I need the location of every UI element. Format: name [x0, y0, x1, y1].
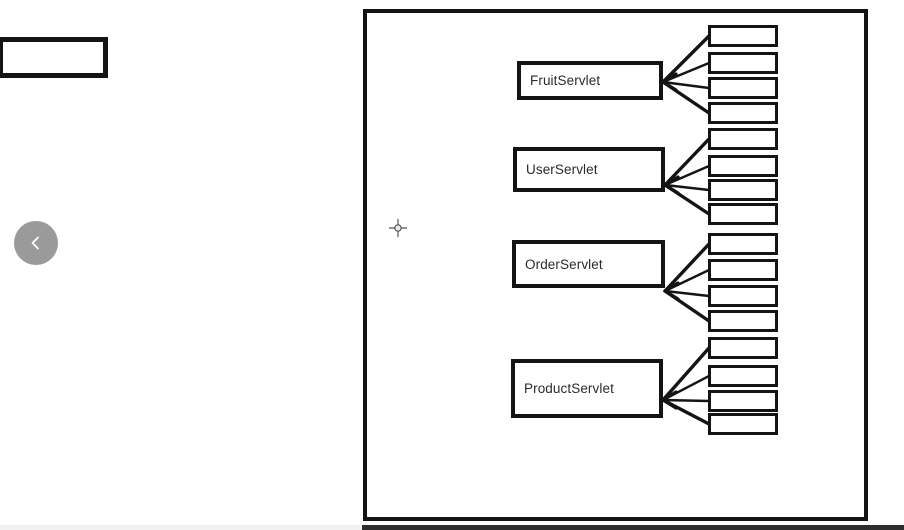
- servlet-label: OrderServlet: [525, 256, 603, 272]
- handler-box: [708, 285, 778, 307]
- servlet-label: ProductServlet: [524, 381, 614, 396]
- handler-box: [708, 390, 778, 412]
- handler-box: [708, 179, 778, 201]
- handler-box: [708, 259, 778, 281]
- handler-box: [708, 203, 778, 225]
- handler-box: [708, 413, 778, 435]
- handler-box: [708, 52, 778, 74]
- servlet-label: FruitServlet: [530, 73, 601, 88]
- handler-box: [708, 233, 778, 255]
- empty-box: [0, 37, 108, 78]
- servlet-box-userservlet: UserServlet: [513, 147, 665, 192]
- handler-box: [708, 77, 778, 99]
- handler-box: [708, 365, 778, 387]
- handler-box: [708, 337, 778, 359]
- handler-box: [708, 25, 778, 47]
- handler-box: [708, 128, 778, 150]
- handler-box: [708, 310, 778, 332]
- servlet-box-orderservlet: OrderServlet: [512, 240, 665, 288]
- servlet-box-fruitservlet: FruitServlet: [517, 61, 663, 100]
- chevron-left-icon: [31, 236, 39, 250]
- back-button[interactable]: [14, 221, 58, 265]
- handler-box: [708, 102, 778, 124]
- handler-box: [708, 155, 778, 177]
- servlet-label: UserServlet: [526, 162, 598, 177]
- servlet-box-productservlet: ProductServlet: [511, 359, 663, 418]
- progress-bar-fill[interactable]: [362, 525, 904, 530]
